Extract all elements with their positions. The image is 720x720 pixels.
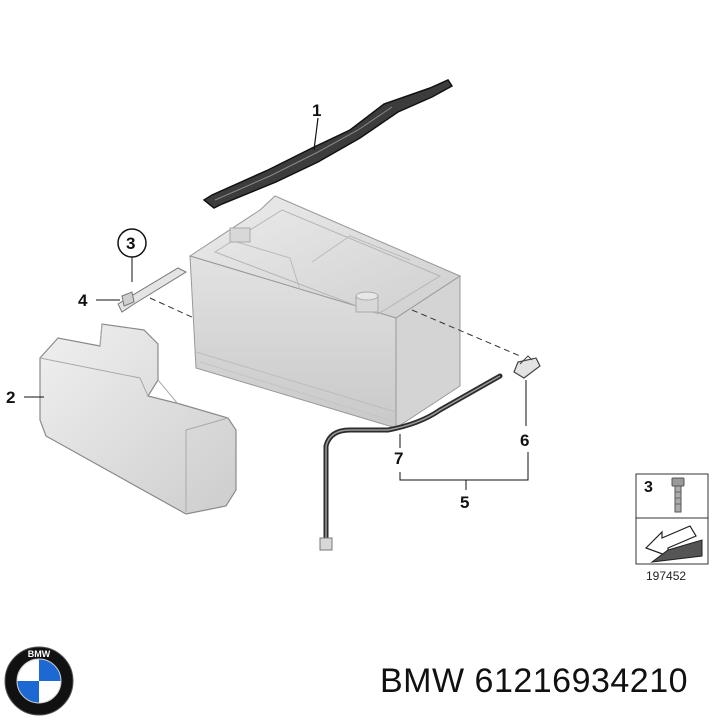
callout-1: 1 [312, 101, 321, 120]
callout-5: 5 [460, 493, 469, 512]
battery [188, 195, 462, 429]
svg-text:BMW: BMW [28, 649, 51, 659]
vent-hose [319, 373, 503, 551]
battery-holding-bracket [202, 79, 454, 209]
leader-bracket-5 [399, 452, 529, 481]
bolt-icon [671, 477, 685, 513]
callout-2: 2 [6, 388, 15, 407]
battery-cover [39, 323, 237, 515]
bmw-logo: BMW [4, 646, 74, 716]
direction-arrow-icon [644, 525, 703, 563]
reference-number: 197452 [646, 569, 686, 583]
leader-line-1 [313, 117, 319, 151]
callout-4: 4 [78, 291, 88, 310]
callout-7: 7 [394, 449, 403, 468]
svg-text:3: 3 [126, 234, 135, 253]
part-caption: BMW 61216934210 [380, 662, 689, 700]
vent-elbow [513, 355, 541, 379]
callout-circle-3: 3 [117, 228, 147, 258]
callout-6: 6 [520, 431, 529, 450]
legend-item-number: 3 [644, 479, 653, 496]
dash-bracket-to-battery [149, 297, 195, 319]
legend-box: 3 [635, 473, 709, 565]
small-bracket [117, 267, 188, 313]
